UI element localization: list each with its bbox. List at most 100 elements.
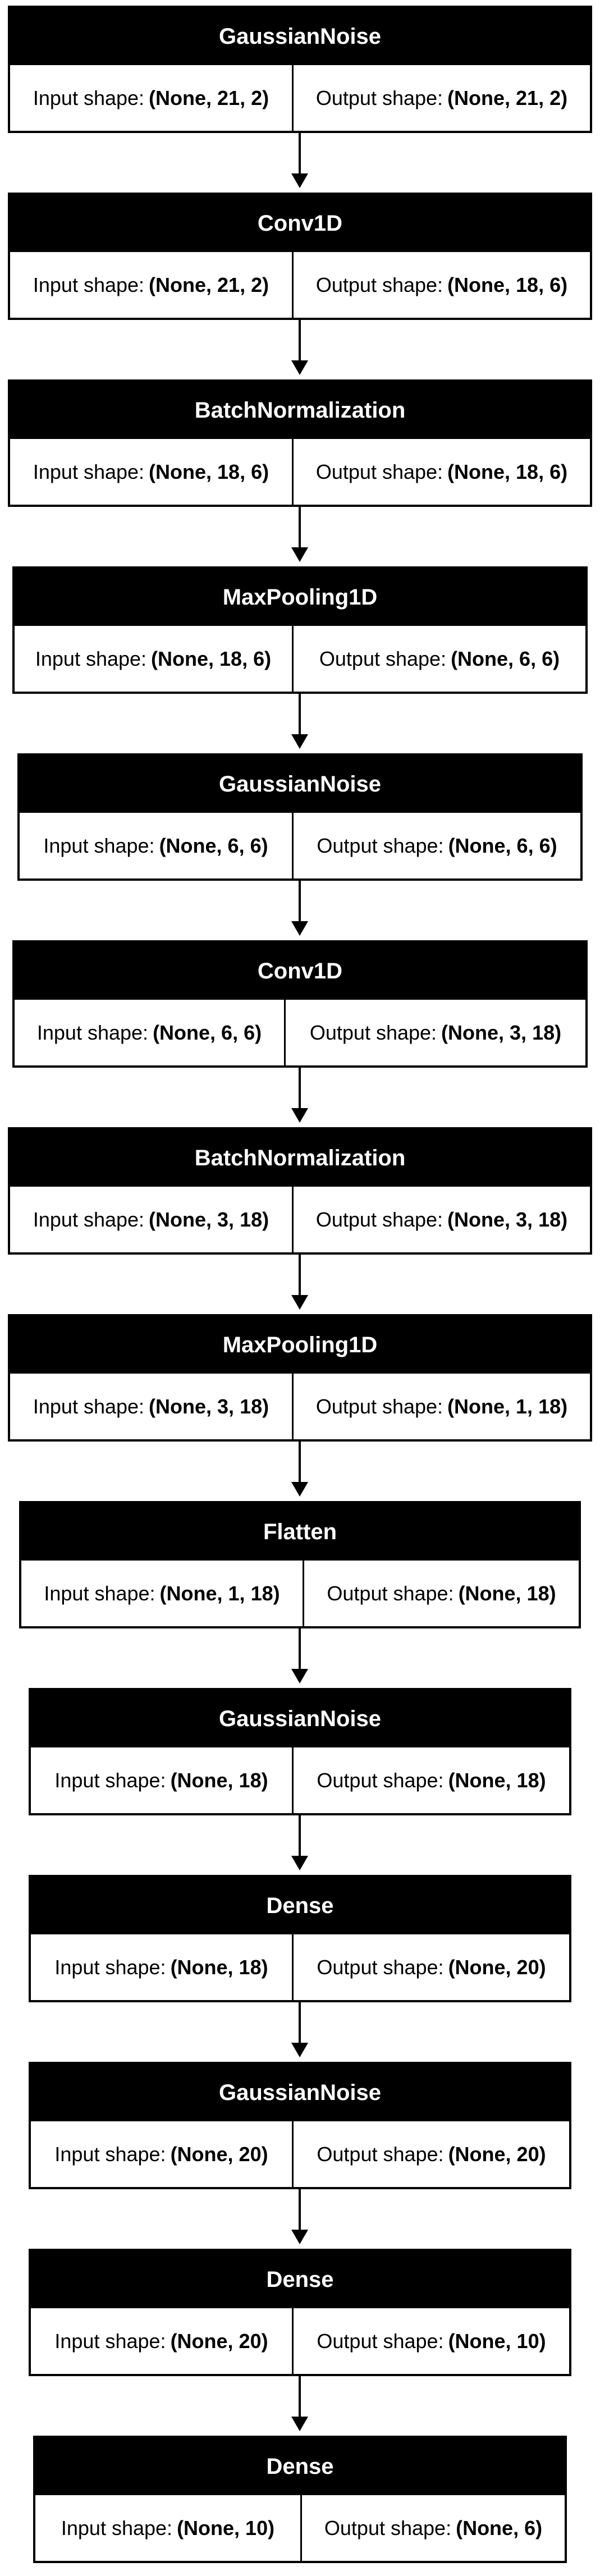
output-shape-label: Output shape:: [317, 1768, 444, 1792]
output-shape-cell: Output shape:(None, 20): [294, 2121, 569, 2187]
input-shape-cell: Input shape:(None, 21, 2): [10, 65, 294, 131]
arrow-down-icon: [291, 2043, 308, 2057]
layer-name: Flatten: [21, 1503, 579, 1561]
output-shape-label: Output shape:: [315, 1394, 443, 1418]
output-shape-label: Output shape:: [315, 1207, 443, 1231]
input-shape-label: Input shape:: [44, 1581, 155, 1605]
input-shape-value: (None, 20): [170, 2142, 268, 2166]
layer-node: Dense Input shape:(None, 20) Output shap…: [29, 2249, 571, 2376]
output-shape-value: (None, 20): [448, 1955, 546, 1979]
output-shape-label: Output shape:: [327, 1581, 454, 1605]
input-shape-label: Input shape:: [35, 647, 147, 670]
output-shape-label: Output shape:: [317, 1955, 444, 1979]
output-shape-value: (None, 10): [448, 2329, 546, 2353]
arrow-down-icon: [291, 1669, 308, 1683]
input-shape-value: (None, 18, 6): [149, 460, 269, 483]
connector-line: [299, 1442, 301, 1482]
output-shape-cell: Output shape:(None, 21, 2): [294, 65, 590, 131]
connector-line: [299, 2189, 301, 2230]
arrow-down-icon: [291, 1295, 308, 1310]
output-shape-value: (None, 6, 6): [451, 647, 560, 670]
connector-line: [299, 507, 301, 547]
input-shape-value: (None, 6, 6): [153, 1021, 262, 1044]
input-shape-cell: Input shape:(None, 20): [31, 2121, 294, 2187]
output-shape-cell: Output shape:(None, 18): [294, 1747, 569, 1813]
arrow-down-icon: [291, 1108, 308, 1123]
arrow-down-icon: [291, 734, 308, 749]
input-shape-value: (None, 21, 2): [149, 86, 269, 109]
output-shape-label: Output shape:: [315, 460, 443, 483]
layer-name: BatchNormalization: [10, 1129, 590, 1187]
layer-node: Dense Input shape:(None, 18) Output shap…: [29, 1875, 571, 2002]
layer-node: Conv1D Input shape:(None, 21, 2) Output …: [8, 193, 592, 320]
layer-name: BatchNormalization: [10, 382, 590, 439]
input-shape-label: Input shape:: [33, 86, 145, 109]
input-shape-value: (None, 3, 18): [149, 1207, 269, 1231]
layer-node: BatchNormalization Input shape:(None, 18…: [8, 379, 592, 507]
input-shape-cell: Input shape:(None, 3, 18): [10, 1187, 294, 1252]
layer-name: GaussianNoise: [31, 2064, 569, 2121]
connector-line: [299, 1068, 301, 1108]
layer-name: Dense: [31, 1877, 569, 1934]
output-shape-label: Output shape:: [324, 2516, 452, 2540]
layer-name: GaussianNoise: [20, 756, 580, 813]
output-shape-label: Output shape:: [317, 2142, 444, 2166]
input-shape-cell: Input shape:(None, 21, 2): [10, 252, 294, 318]
input-shape-value: (None, 18): [170, 1768, 268, 1792]
connector-line: [299, 2376, 301, 2417]
output-shape-value: (None, 18, 6): [447, 273, 568, 296]
output-shape-cell: Output shape:(None, 6, 6): [294, 813, 580, 879]
input-shape-label: Input shape:: [43, 834, 155, 857]
input-shape-label: Input shape:: [54, 1768, 166, 1792]
output-shape-value: (None, 18): [448, 1768, 546, 1792]
input-shape-cell: Input shape:(None, 18): [31, 1934, 294, 2000]
output-shape-label: Output shape:: [319, 647, 447, 670]
layer-node: BatchNormalization Input shape:(None, 3,…: [8, 1127, 592, 1255]
connector-line: [299, 320, 301, 360]
input-shape-label: Input shape:: [33, 460, 145, 483]
layer-node: GaussianNoise Input shape:(None, 21, 2) …: [8, 6, 592, 133]
layer-node: MaxPooling1D Input shape:(None, 18, 6) O…: [12, 566, 588, 694]
connector-line: [299, 1255, 301, 1295]
input-shape-label: Input shape:: [54, 2142, 166, 2166]
output-shape-value: (None, 6, 6): [448, 834, 557, 857]
output-shape-cell: Output shape:(None, 3, 18): [294, 1187, 590, 1252]
input-shape-label: Input shape:: [33, 273, 145, 296]
arrow-down-icon: [291, 2230, 308, 2244]
output-shape-label: Output shape:: [317, 2329, 444, 2353]
input-shape-cell: Input shape:(None, 18): [31, 1747, 294, 1813]
layer-node: Dense Input shape:(None, 10) Output shap…: [33, 2436, 567, 2563]
input-shape-cell: Input shape:(None, 3, 18): [10, 1374, 294, 1439]
arrow-down-icon: [291, 1856, 308, 1870]
layer-node: GaussianNoise Input shape:(None, 20) Out…: [29, 2062, 571, 2189]
layer-name: Conv1D: [10, 195, 590, 252]
output-shape-label: Output shape:: [315, 273, 443, 296]
output-shape-label: Output shape:: [315, 86, 443, 109]
input-shape-label: Input shape:: [54, 2329, 166, 2353]
layer-name: Conv1D: [15, 942, 585, 1000]
output-shape-value: (None, 18): [458, 1581, 556, 1605]
output-shape-cell: Output shape:(None, 10): [294, 2308, 569, 2374]
connector-line: [299, 881, 301, 921]
input-shape-label: Input shape:: [33, 1207, 145, 1231]
layer-name: GaussianNoise: [10, 8, 590, 65]
input-shape-label: Input shape:: [54, 1955, 166, 1979]
layer-name: MaxPooling1D: [15, 569, 585, 626]
input-shape-value: (None, 3, 18): [149, 1394, 269, 1418]
input-shape-cell: Input shape:(None, 6, 6): [15, 1000, 286, 1065]
layer-name: Dense: [31, 2251, 569, 2308]
output-shape-cell: Output shape:(None, 18): [304, 1561, 579, 1626]
arrow-down-icon: [291, 547, 308, 562]
output-shape-cell: Output shape:(None, 18, 6): [294, 439, 590, 505]
output-shape-cell: Output shape:(None, 6): [302, 2495, 565, 2561]
input-shape-value: (None, 18, 6): [151, 647, 272, 670]
connector-line: [299, 1815, 301, 1856]
layer-node: Conv1D Input shape:(None, 6, 6) Output s…: [12, 940, 588, 1068]
output-shape-value: (None, 1, 18): [447, 1394, 568, 1418]
input-shape-value: (None, 20): [170, 2329, 268, 2353]
layer-node: GaussianNoise Input shape: (None, 6, 6) O…: [17, 753, 583, 881]
input-shape-cell: Input shape:(None, 1, 18): [21, 1561, 304, 1626]
output-shape-value: (None, 3, 18): [447, 1207, 568, 1231]
layer-node: Flatten Input shape:(None, 1, 18) Output…: [19, 1501, 581, 1628]
input-shape-value: (None, 18): [170, 1955, 268, 1979]
